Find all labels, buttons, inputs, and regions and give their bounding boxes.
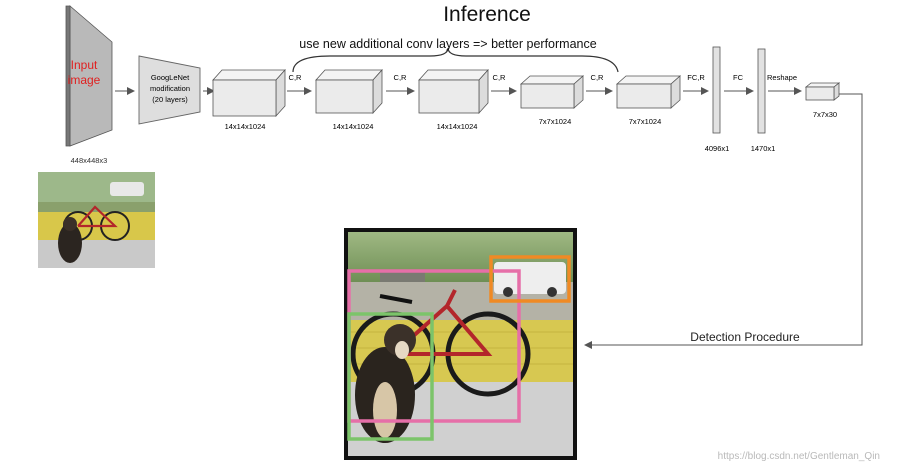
input-label-line2: image	[68, 73, 101, 87]
conv-layer-5	[615, 75, 682, 109]
fc-layer-2	[757, 48, 766, 134]
detection-path	[584, 93, 863, 349]
googlenet-line2: modification	[150, 84, 190, 93]
op-reshape: Reshape	[767, 73, 797, 82]
input-label-line1: Input	[71, 58, 98, 72]
conv-layer-1-size: 14x14x1024	[225, 122, 266, 131]
op-cr-4: C,R	[591, 73, 605, 82]
conv-layer-1	[212, 68, 286, 118]
fc-layer-2-size: 1470x1	[751, 144, 776, 153]
conv-layer-2-size: 14x14x1024	[333, 122, 374, 131]
conv-layer-3	[418, 68, 489, 115]
input-photo	[38, 172, 155, 268]
diagram-title: Inference	[443, 3, 531, 26]
fc-layer-1-size: 4096x1	[705, 144, 730, 153]
source-watermark: https://blog.csdn.net/Gentleman_Qin	[717, 451, 880, 462]
fc-layer-1	[712, 46, 721, 134]
googlenet-block	[138, 55, 201, 125]
conv-layer-5-size: 7x7x1024	[629, 117, 662, 126]
conv-layer-4-size: 7x7x1024	[539, 117, 572, 126]
detection-photo	[344, 228, 577, 460]
op-cr-3: C,R	[493, 73, 507, 82]
input-size-label: 448x448x3	[71, 156, 108, 165]
subtitle-brace	[292, 47, 619, 73]
output-tensor	[804, 82, 841, 101]
op-fc: FC	[733, 73, 744, 82]
op-fcr: FC,R	[687, 73, 705, 82]
diagram-subtitle: use new additional conv layers => better…	[299, 37, 596, 51]
input-image-block	[65, 5, 113, 147]
conv-layer-4	[519, 75, 585, 109]
conv-layer-3-size: 14x14x1024	[437, 122, 478, 131]
detection-box-dog	[347, 312, 434, 441]
output-size: 7x7x30	[813, 110, 837, 119]
op-cr-1: C,R	[289, 73, 303, 82]
detection-box-car	[489, 255, 571, 303]
googlenet-line3: (20 layers)	[152, 95, 188, 104]
conv-layer-2	[315, 68, 383, 115]
googlenet-line1: GoogLeNet	[151, 73, 190, 82]
op-cr-2: C,R	[394, 73, 408, 82]
detection-label: Detection Procedure	[690, 330, 800, 344]
